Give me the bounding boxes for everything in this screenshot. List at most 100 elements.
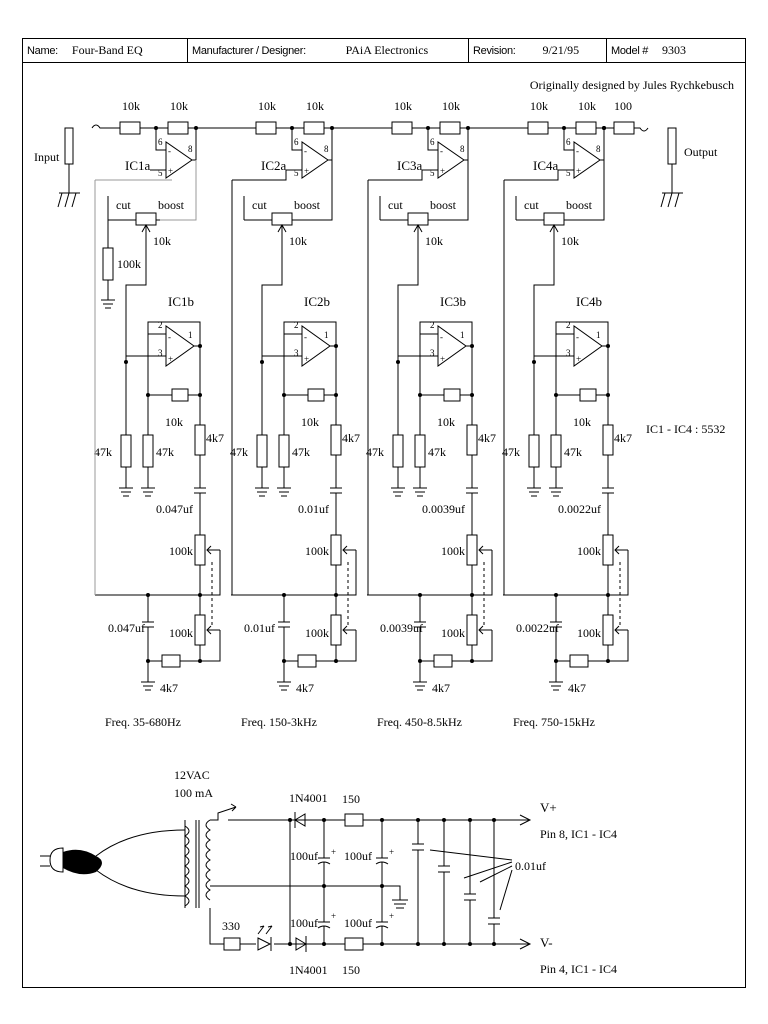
- output-jack: [660, 127, 683, 208]
- band1-extra-resistor: [102, 247, 114, 281]
- band2-series-resistor-b: [303, 121, 325, 135]
- band3-cap-top-label: 0.0039uf: [422, 502, 465, 516]
- band4-frequency-pot-top: [602, 534, 614, 566]
- band1-feedback-label: 10k: [165, 415, 183, 429]
- band4-pin6: 6: [566, 137, 571, 147]
- band4-pin8: 8: [596, 144, 601, 154]
- band4-pot-label: 10k: [561, 234, 579, 248]
- cap1-label: 100uf: [290, 849, 318, 863]
- band3-b-minus: -: [440, 332, 443, 342]
- band1-b-plus: +: [168, 354, 173, 364]
- band4-ic-a-label: IC4a: [533, 158, 559, 173]
- band1-series-resistor-a-label: 10k: [122, 99, 140, 113]
- power-led: [257, 925, 273, 951]
- band1-a-plus: +: [168, 166, 173, 176]
- band2-series-4k7: [330, 424, 342, 456]
- band1-frequency-pot-top: [194, 534, 206, 566]
- band4-ground-resistor: [569, 654, 589, 668]
- band4-input-resistor-1-label: 47k: [502, 445, 520, 459]
- led-resistor-label: 330: [222, 919, 240, 933]
- band1-pin3: 3: [158, 348, 163, 358]
- band2-series-4k7-label: 4k7: [342, 431, 360, 445]
- band2-frequency-pot-top: [330, 534, 342, 566]
- band4-ground-resistor-label: 4k7: [568, 681, 586, 695]
- band1-pot-top-label: 100k: [169, 544, 193, 558]
- transformer-current: 100 mA: [174, 786, 213, 800]
- band1-pin1: 1: [188, 330, 193, 340]
- vminus-label: V-: [540, 935, 553, 950]
- band4-frequency-pot-bottom: [602, 614, 614, 646]
- band3-pin1: 1: [460, 330, 465, 340]
- band1-cap-top-label: 0.047uf: [156, 502, 193, 516]
- ic-type-note: IC1 - IC4 : 5532: [646, 422, 725, 436]
- band2-pin2: 2: [294, 320, 299, 330]
- band4-pot-bot-label: 100k: [577, 626, 601, 640]
- diode-top-label: 1N4001: [289, 791, 328, 805]
- band1-frequency-range: Freq. 35-680Hz: [105, 715, 181, 729]
- band3-cap-bot-label: 0.0039uf: [380, 621, 423, 635]
- band4-boost-label: boost: [566, 198, 593, 212]
- band2-feedback-label: 10k: [301, 415, 319, 429]
- band2-boost-label: boost: [294, 198, 321, 212]
- revision-value: 9/21/95: [542, 43, 580, 57]
- band1-series-resistor-b: [167, 121, 189, 135]
- band1-feedback-resistor: [171, 388, 189, 402]
- band2-ground-resistor-label: 4k7: [296, 681, 314, 695]
- resistor-top-label: 150: [342, 792, 360, 806]
- band3-opamp-a: [437, 141, 465, 179]
- band2-cut-boost-pot: [271, 212, 293, 226]
- band1-input-resistor-2: [142, 434, 154, 468]
- band4-input-resistor-2-label: 47k: [564, 445, 582, 459]
- band4-pin5: 5: [566, 168, 571, 178]
- band3-series-resistor-b-label: 10k: [442, 99, 460, 113]
- cap-plus-4: +: [389, 911, 394, 921]
- band3-pot-label: 10k: [425, 234, 443, 248]
- input-jack: [57, 127, 80, 208]
- band1-series-4k7-label: 4k7: [206, 431, 224, 445]
- band2-ground-resistor: [297, 654, 317, 668]
- vminus-pin-label: Pin 4, IC1 - IC4: [540, 962, 617, 976]
- band2-pin3: 3: [294, 348, 299, 358]
- band2-pot-label: 10k: [289, 234, 307, 248]
- title-block: Name: Four-Band EQ Manufacturer / Design…: [22, 38, 746, 63]
- band1-input-resistor-2-label: 47k: [156, 445, 174, 459]
- cap3-label: 100uf: [290, 916, 318, 930]
- band4-opamp-a: [573, 141, 601, 179]
- band1-pin2: 2: [158, 320, 163, 330]
- band1-cut-label: cut: [116, 198, 131, 212]
- band1-series-resistor-a: [119, 121, 141, 135]
- band3-pin8: 8: [460, 144, 465, 154]
- diode-bottom-label: 1N4001: [289, 963, 328, 977]
- band4-pin2: 2: [566, 320, 571, 330]
- band3-input-resistor-2-label: 47k: [428, 445, 446, 459]
- input-label: Input: [34, 150, 60, 164]
- band3-opamp-b: [437, 325, 467, 367]
- band3-feedback-resistor: [443, 388, 461, 402]
- band3-ground-resistor-label: 4k7: [432, 681, 450, 695]
- manufacturer-cell: Manufacturer / Designer: PAiA Electronic…: [188, 39, 469, 62]
- revision-label: Revision:: [473, 44, 516, 57]
- band2-pin5: 5: [294, 168, 299, 178]
- band2-frequency-pot-bottom: [330, 614, 342, 646]
- band1-ground-resistor: [161, 654, 181, 668]
- band1-pot-label: 10k: [153, 234, 171, 248]
- band3-boost-label: boost: [430, 198, 457, 212]
- band2-pot-bot-label: 100k: [305, 626, 329, 640]
- resistor-bottom: [344, 937, 364, 951]
- band4-input-resistor-2: [550, 434, 562, 468]
- band3-series-resistor-b: [439, 121, 461, 135]
- band4-cap-bot-label: 0.0022uf: [516, 621, 559, 635]
- band3-series-4k7: [466, 424, 478, 456]
- band3-ground-resistor: [433, 654, 453, 668]
- band4-series-4k7-label: 4k7: [614, 431, 632, 445]
- band2-b-minus: -: [304, 332, 307, 342]
- band1-opamp-a: [165, 141, 193, 179]
- band1-pot-bot-label: 100k: [169, 626, 193, 640]
- cap4-label: 100uf: [344, 916, 372, 930]
- band2-opamp-a: [301, 141, 329, 179]
- power-supply: 12VAC 100 mA 330 1N: [40, 768, 617, 977]
- band4-ic-b-label: IC4b: [576, 294, 602, 309]
